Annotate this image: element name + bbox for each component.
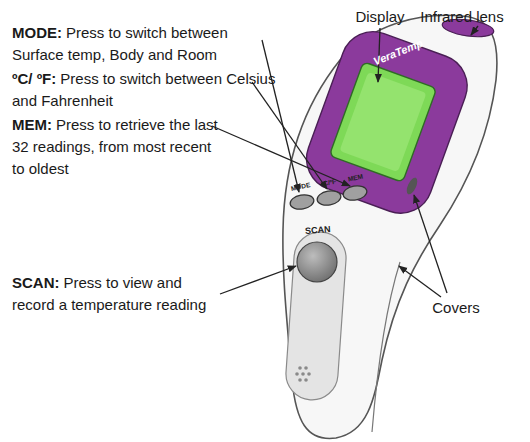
button-name: SCAN: (12, 274, 60, 291)
display-band (298, 23, 477, 223)
callout-block: MODE:Press to switch between Surface tem… (12, 22, 282, 66)
button-marking: SCAN (305, 225, 331, 236)
leader-lines (212, 26, 478, 297)
mem-button (342, 184, 368, 202)
scan-slot (284, 230, 348, 401)
display-screen (329, 62, 436, 183)
callout-block: SCAN:Press to view and record a temperat… (12, 272, 227, 316)
scan-button (297, 242, 337, 282)
cover-seam (372, 262, 400, 432)
speaker-holes (295, 366, 311, 382)
unit-button (316, 189, 342, 207)
device-body (283, 15, 497, 438)
button-name: ºC/ ºF: (12, 70, 56, 87)
callout-block: MEM:Press to retrieve the last 32 readin… (12, 114, 227, 180)
side-cover-latch (405, 176, 420, 196)
part-label: Infrared lens (420, 6, 503, 28)
button-name: MEM: (12, 116, 52, 133)
display-glare (340, 72, 427, 172)
part-label: Covers (432, 297, 480, 319)
button-name: MODE: (12, 24, 62, 41)
callout-block: ºC/ ºF:Press to switch between Celsius a… (12, 68, 277, 112)
mode-button (289, 193, 315, 211)
part-label: Display (355, 6, 404, 28)
